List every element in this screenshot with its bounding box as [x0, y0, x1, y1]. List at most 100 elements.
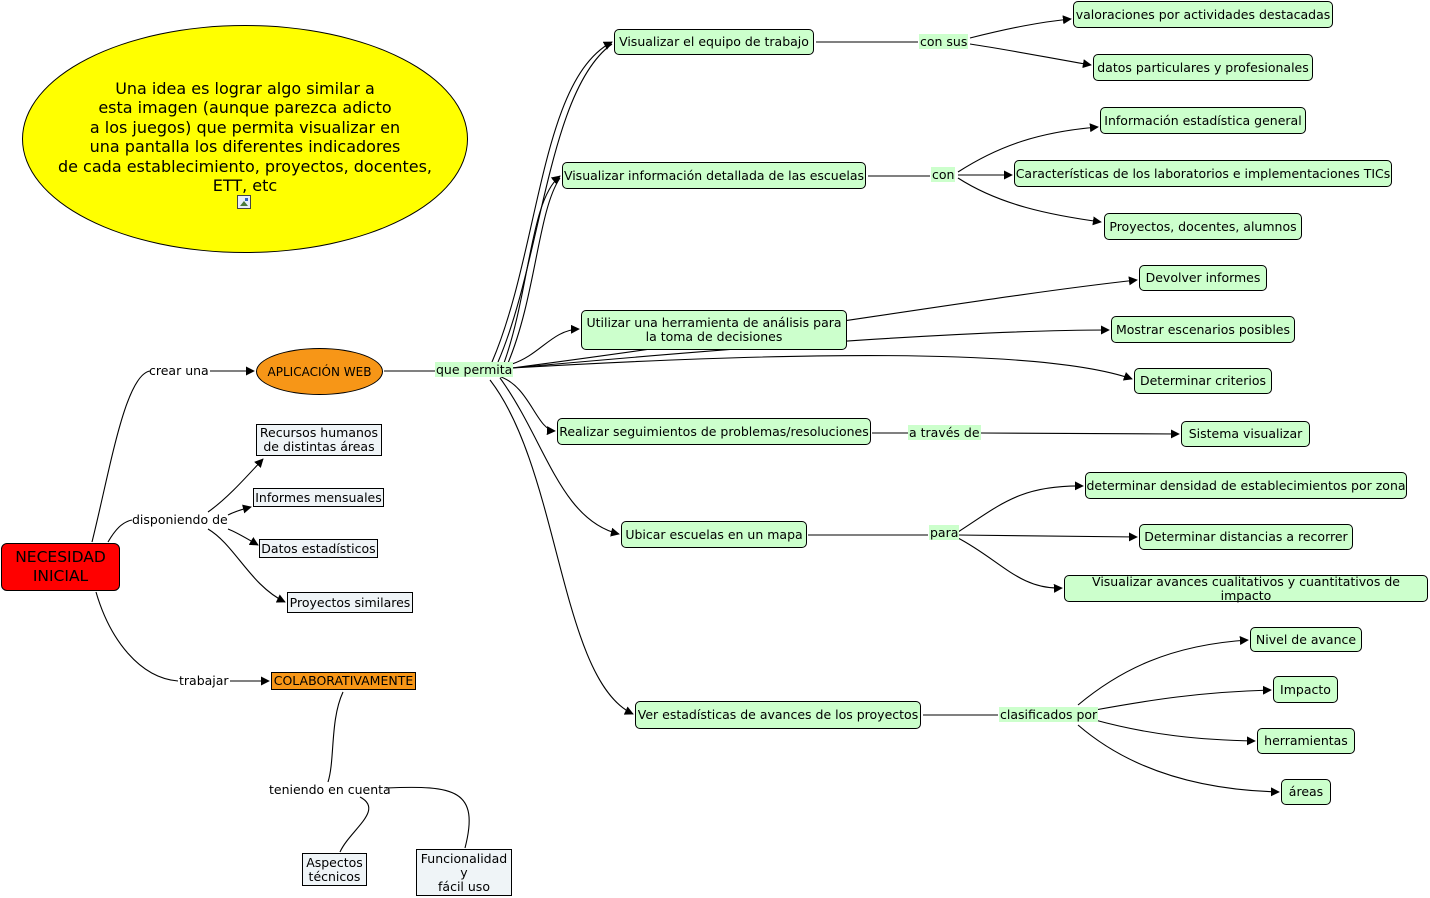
node-colaborativamente[interactable]: COLABORATIVAMENTE — [271, 672, 416, 690]
node-recursos-label: Recursos humanos de distintas áreas — [259, 425, 379, 454]
node-mostrar-label: Mostrar escenarios posibles — [1115, 321, 1291, 337]
connector-disp-recursos — [207, 458, 264, 513]
node-informes-label: Informes mensuales — [255, 489, 382, 505]
idea-text: Una idea es lograr algo similar a esta i… — [57, 78, 433, 196]
node-densidad[interactable]: determinar densidad de establecimientos … — [1085, 472, 1407, 499]
node-app-label: APLICACIÓN WEB — [267, 364, 372, 379]
link-con: con — [931, 167, 956, 182]
connector-clasif-areas — [1077, 724, 1280, 797]
connector-root-trabajar — [95, 591, 179, 682]
node-aspectos-tecnicos[interactable]: Aspectos técnicos — [302, 853, 367, 886]
node-determinar-criterios[interactable]: Determinar criterios — [1134, 368, 1272, 394]
node-informes-mensuales[interactable]: Informes mensuales — [253, 488, 384, 507]
node-info-est-label: Información estadística general — [1104, 112, 1302, 128]
node-datos-label: Datos estadísticos — [261, 540, 376, 556]
node-colab-label: COLABORATIVAMENTE — [273, 673, 414, 688]
connector-consus-valoraciones — [969, 15, 1072, 39]
node-proy-doc-label: Proyectos, docentes, alumnos — [1109, 218, 1297, 234]
node-sistema-label: Sistema visualizar — [1188, 426, 1303, 441]
connector-consus-datos — [969, 43, 1092, 69]
node-estadisticas-label: Ver estadísticas de avances de los proye… — [637, 707, 919, 722]
link-crear-una: crear una — [149, 363, 209, 378]
node-nivel-label: Nivel de avance — [1255, 631, 1357, 647]
connector-atraves-sistema — [979, 429, 1180, 439]
node-avances-label: Visualizar avances cualitativos y cuanti… — [1092, 573, 1400, 603]
node-distancias-label: Determinar distancias a recorrer — [1144, 529, 1348, 544]
node-herramientas-label: herramientas — [1264, 733, 1348, 748]
link-teniendo-en-cuenta: teniendo en cuenta — [269, 782, 391, 797]
node-proyectos-docentes[interactable]: Proyectos, docentes, alumnos — [1104, 213, 1302, 240]
connector-clasif-herramientas — [1094, 719, 1256, 746]
connector-qp-estad — [489, 379, 634, 715]
node-valoraciones-label: valoraciones por actividades destacadas — [1075, 6, 1331, 22]
node-proyectos-similares[interactable]: Proyectos similares — [287, 592, 413, 613]
connector-qp-criterios — [511, 355, 1133, 381]
node-info-estadistica[interactable]: Información estadística general — [1100, 107, 1306, 134]
connector-teniendo-funcionalidad — [385, 786, 470, 849]
node-recursos-humanos[interactable]: Recursos humanos de distintas áreas — [256, 424, 382, 456]
connector-qp-equipo — [491, 41, 613, 363]
node-ubicar-escuelas[interactable]: Ubicar escuelas en un mapa — [621, 521, 807, 548]
node-visualizar-escuelas[interactable]: Visualizar información detallada de las … — [562, 162, 866, 189]
node-nivel-avance[interactable]: Nivel de avance — [1250, 627, 1362, 652]
link-disponiendo-de: disponiendo de — [132, 512, 228, 527]
node-root-label: NECESIDAD INICIAL — [15, 548, 106, 585]
node-necesidad-inicial[interactable]: NECESIDAD INICIAL — [1, 543, 120, 591]
link-para: para — [929, 525, 960, 540]
connector-qp-mostrar — [511, 325, 1110, 369]
node-impacto-label: Impacto — [1280, 681, 1331, 697]
node-sistema-visualizar[interactable]: Sistema visualizar — [1181, 421, 1310, 447]
node-devolver-informes[interactable]: Devolver informes — [1139, 265, 1267, 291]
node-herramientas[interactable]: herramientas — [1257, 728, 1355, 754]
node-densidad-label: determinar densidad de establecimientos … — [1086, 477, 1406, 493]
connector-qp-seg — [497, 375, 556, 436]
connector-para-distancias — [957, 532, 1138, 542]
link-que-permita: que permita — [435, 362, 514, 377]
node-seguimientos-label: Realizar seguimientos de problemas/resol… — [559, 423, 869, 439]
node-visualizar-equipo[interactable]: Visualizar el equipo de trabajo — [614, 29, 814, 55]
node-valoraciones[interactable]: valoraciones por actividades destacadas — [1073, 1, 1333, 28]
connector-qp-equipo-b — [497, 43, 613, 363]
node-aspectos-label: Aspectos técnicos — [306, 854, 363, 884]
node-datos-estadisticos[interactable]: Datos estadísticos — [259, 539, 378, 558]
node-mostrar-escenarios[interactable]: Mostrar escenarios posibles — [1111, 316, 1295, 343]
connector-con-proydoc — [957, 177, 1102, 226]
node-aplicacion-web[interactable]: APLICACIÓN WEB — [256, 348, 383, 395]
node-funcionalidad[interactable]: Funcionalidad y fácil uso — [416, 849, 512, 896]
connector-disp-informes — [227, 504, 252, 516]
node-ver-estadisticas[interactable]: Ver estadísticas de avances de los proye… — [635, 701, 921, 729]
node-herramienta-analisis[interactable]: Utilizar una herramienta de análisis par… — [581, 310, 847, 350]
link-trabajar: trabajar — [179, 673, 229, 688]
node-equipo-label: Visualizar el equipo de trabajo — [619, 34, 809, 49]
node-funcionalidad-label: Funcionalidad y fácil uso — [420, 850, 508, 894]
node-ubicar-label: Ubicar escuelas en un mapa — [625, 526, 803, 542]
node-seguimientos[interactable]: Realizar seguimientos de problemas/resol… — [557, 418, 871, 445]
idea-bubble: Una idea es lograr algo similar a esta i… — [22, 25, 468, 253]
node-avances-impacto[interactable]: Visualizar avances cualitativos y cuanti… — [1064, 573, 1428, 603]
connector-para-avances — [957, 537, 1063, 593]
connector-qp-info — [503, 175, 561, 364]
node-areas-label: áreas — [1288, 784, 1324, 799]
link-clasificados-por: clasificados por — [999, 707, 1099, 722]
connector-disp-datos — [227, 528, 259, 546]
connector-colab-teniendo — [327, 691, 344, 783]
node-distancias[interactable]: Determinar distancias a recorrer — [1139, 524, 1353, 550]
connector-con-infoest — [957, 123, 1099, 173]
connector-root-disponiendo — [107, 519, 133, 543]
connector-qp-ubicar — [499, 377, 620, 537]
connector-teniendo-aspectos — [339, 796, 370, 853]
image-icon[interactable] — [237, 195, 251, 209]
node-caract-label: Características de los laboratorios e im… — [1015, 165, 1391, 181]
node-impacto[interactable]: Impacto — [1273, 676, 1338, 703]
node-devolver-label: Devolver informes — [1145, 270, 1261, 285]
node-datos-part-label: datos particulares y profesionales — [1097, 59, 1309, 75]
node-caracteristicas[interactable]: Características de los laboratorios e im… — [1014, 160, 1392, 187]
node-info-escuelas-label: Visualizar información detallada de las … — [563, 167, 865, 183]
node-areas[interactable]: áreas — [1281, 779, 1331, 805]
connector-clasif-nivel — [1077, 636, 1249, 706]
connector-para-densidad — [957, 481, 1084, 533]
node-datos-particulares[interactable]: datos particulares y profesionales — [1093, 54, 1313, 81]
connector-qp-info-b — [507, 177, 561, 364]
connector-qp-devolver — [511, 276, 1138, 369]
